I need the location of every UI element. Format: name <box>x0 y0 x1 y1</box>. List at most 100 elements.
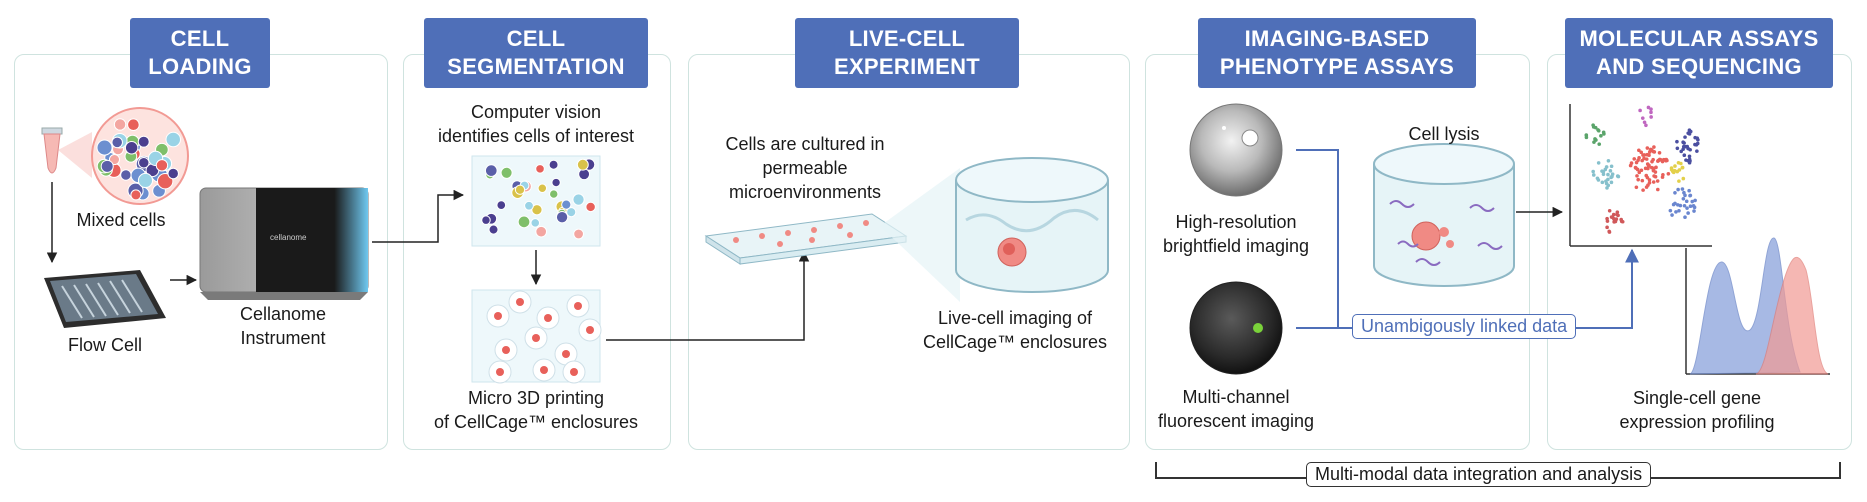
cell-dot <box>576 158 589 171</box>
cell-dot <box>516 298 524 306</box>
cell-dot <box>1605 225 1609 230</box>
cell-dot <box>1654 165 1658 170</box>
cell-dot <box>1607 229 1611 234</box>
cell-dot <box>1683 135 1687 139</box>
cell-dot <box>1663 157 1668 162</box>
section-title-imaging-phenotype: IMAGING-BASED PHENOTYPE ASSAYS <box>1198 18 1476 88</box>
cell-dot <box>1644 157 1649 161</box>
label-fluorescent: Multi-channel fluorescent imaging <box>1157 387 1315 431</box>
cell-dot <box>1601 130 1606 135</box>
cell-dot <box>1600 169 1604 173</box>
cell-dot <box>484 164 498 177</box>
label-cultured: Cells are cultured in permeable microenv… <box>725 134 885 202</box>
cell-dot <box>1600 180 1605 185</box>
cell-dot <box>1670 213 1674 217</box>
cell-dot <box>1683 193 1687 198</box>
cell-dot <box>96 139 113 156</box>
cell-dot <box>1635 174 1639 178</box>
fluorescent-well-icon <box>1189 281 1283 375</box>
cell-dot <box>1599 134 1603 138</box>
cell-dot <box>1649 165 1654 170</box>
cell-dot <box>1634 160 1639 165</box>
cell-dot <box>1653 170 1658 174</box>
cell-dot <box>1606 172 1610 177</box>
cell-dot <box>481 215 491 225</box>
cell-dot <box>1652 145 1656 149</box>
cell-dot <box>1649 110 1653 115</box>
cell-dot <box>1686 211 1690 215</box>
instrument-icon: cellanome <box>199 187 369 300</box>
cell-dot <box>1609 215 1614 219</box>
cell-dot <box>555 210 569 224</box>
cell-dot <box>155 159 169 172</box>
cell-dot <box>1685 144 1690 149</box>
cell-dot <box>1666 172 1671 176</box>
cell-dot <box>1671 170 1676 175</box>
cell-dot <box>1644 173 1649 178</box>
cell-dot <box>1604 181 1609 186</box>
cell-dot <box>1632 157 1637 161</box>
cell-dot <box>1676 187 1680 192</box>
label-mixed-cells: Mixed cells <box>76 210 166 230</box>
label-micro-3d-printing: Micro 3D printing of CellCage™ enclosure… <box>433 388 639 432</box>
cell-dot <box>1635 167 1640 172</box>
cell-lysis-icon <box>1373 143 1515 287</box>
label-brightfield: High-resolution brightfield imaging <box>1162 212 1310 256</box>
cell-dot <box>1681 144 1686 149</box>
cell-dot <box>517 215 531 229</box>
label-cell-lysis: Cell lysis <box>1408 124 1480 144</box>
panel-cell-segmentation <box>403 54 671 450</box>
cell-dot <box>1652 174 1656 178</box>
cell-dot <box>1681 196 1686 201</box>
cell-dot <box>111 136 123 149</box>
cell-dot <box>1584 135 1589 140</box>
cell-dot <box>1692 209 1696 213</box>
cell-dot <box>1607 209 1612 213</box>
cell-dot <box>540 366 548 374</box>
cell-dot <box>1605 219 1610 223</box>
cell-dot <box>1605 186 1609 190</box>
cell-dot <box>1695 141 1700 146</box>
cell-dot <box>167 167 179 180</box>
cell-dot <box>1596 128 1601 133</box>
cell-dot <box>1609 164 1614 169</box>
multimodal-label: Multi-modal data integration and analysi… <box>1306 462 1652 487</box>
expression-density-plot <box>1685 237 1830 375</box>
section-title-live-cell-experiment: LIVE-CELL EXPERIMENT <box>795 18 1019 88</box>
cell-dot <box>1675 139 1679 144</box>
cell-dot <box>496 368 504 376</box>
linked-data-label: Unambigously linked data <box>1352 314 1577 339</box>
cell-dot <box>1639 168 1644 173</box>
cell-dot <box>1612 217 1617 222</box>
cell-dot <box>1687 154 1692 159</box>
brightfield-well-icon <box>1189 103 1283 197</box>
cell-dot <box>1686 131 1690 135</box>
cell-dot <box>1681 140 1685 145</box>
label-instrument: Cellanome Instrument <box>239 304 327 348</box>
cell-dot <box>494 312 502 320</box>
cell-dot <box>1596 178 1601 182</box>
cell-dot <box>570 368 578 376</box>
cell-dot <box>1647 150 1652 154</box>
cell-dot <box>127 118 140 132</box>
label-live-cell-imaging: Live-cell imaging of CellCage™ enclosure… <box>922 308 1108 352</box>
cell-dot <box>1642 120 1647 125</box>
cell-dot <box>1608 169 1613 173</box>
cell-dot <box>1677 208 1681 213</box>
cell-dot <box>1695 149 1699 153</box>
cell-dot <box>1591 173 1596 177</box>
cell-dot <box>1693 198 1697 203</box>
cell-dot <box>130 189 142 201</box>
cell-dot <box>1676 160 1681 165</box>
cell-dot <box>1647 163 1651 168</box>
cell-dot <box>1593 125 1598 130</box>
cell-dot <box>1645 146 1650 150</box>
section-title-cell-loading: CELL LOADING <box>130 18 270 88</box>
cell-dot <box>100 159 114 173</box>
cell-dot <box>1647 180 1652 185</box>
cell-dot <box>1611 212 1616 217</box>
cell-dot <box>585 201 596 213</box>
cell-dot <box>1637 156 1641 160</box>
instrument-brand: cellanome <box>270 233 307 242</box>
